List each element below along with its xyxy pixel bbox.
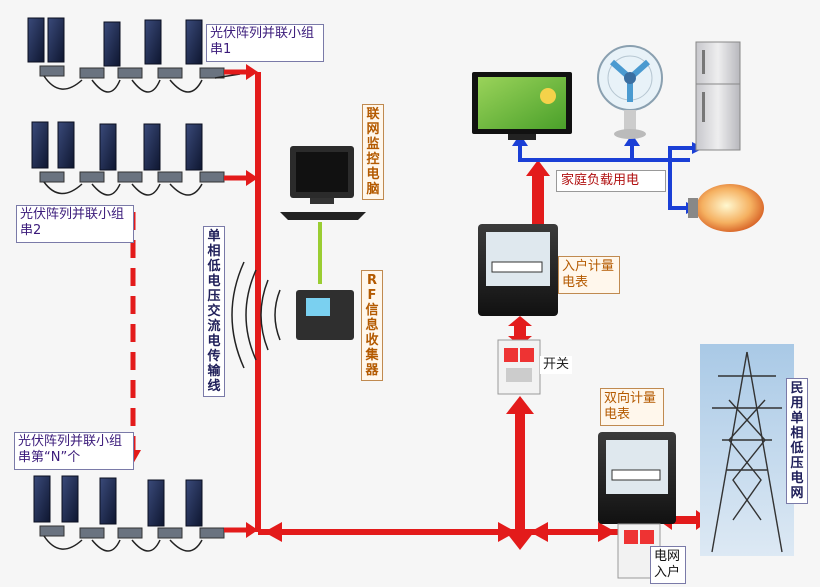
arrow-head (526, 160, 550, 176)
solar-panel-icon (33, 475, 203, 527)
rf-collector-icon (296, 290, 354, 340)
monitor-pc-label: 联网监控电脑 (362, 104, 384, 200)
electric-meter-icon (478, 224, 558, 316)
grid-entry-label: 电网入户 (650, 546, 686, 584)
stringN-label: 光伏阵列并联小组串第“N”个 (14, 432, 134, 470)
arrow-head (264, 522, 282, 542)
solar-string-n (33, 475, 225, 552)
link-meter-load (532, 170, 544, 228)
arrow-head (246, 522, 258, 538)
arrow-head (506, 396, 534, 414)
transmission-line-label: 单相低电压交流电传输线 (203, 226, 225, 397)
rf-collector-label: RF信息收集器 (361, 270, 383, 381)
electric-meter-icon (598, 432, 676, 524)
switch-label: 开关 (540, 356, 573, 374)
transmission-tower-icon (700, 344, 794, 556)
bidirectional-meter-label: 双向计量电表 (600, 388, 664, 426)
wireless-signal-icon (231, 261, 281, 369)
computer-icon (280, 146, 366, 220)
tv-icon (472, 72, 572, 140)
household-load-label: 家庭负载用电 (556, 170, 666, 192)
arrow-head (506, 532, 534, 550)
solar-panel-icon (31, 121, 203, 171)
link-switch-meter (514, 322, 526, 340)
arrow-head (598, 522, 616, 542)
string2-label: 光伏阵列并联小组串2 (16, 205, 134, 243)
solar-string-2 (31, 121, 225, 196)
string1-label: 光伏阵列并联小组串1 (206, 24, 324, 62)
micro-inverter-icon (39, 65, 225, 79)
solar-panel-icon (27, 17, 203, 67)
arrow-head (246, 64, 258, 80)
load-distribution-lines (518, 144, 696, 210)
micro-inverter-icon (39, 525, 225, 539)
fan-icon (597, 45, 663, 139)
solar-string-1 (27, 17, 241, 93)
grid-label: 民用单相低压电网 (786, 378, 808, 504)
arrow-head (508, 316, 532, 326)
refrigerator-icon (695, 41, 741, 151)
micro-inverter-icon (39, 171, 225, 183)
light-bulb-icon (688, 184, 764, 232)
arrow-head (530, 522, 548, 542)
circuit-breaker-icon (497, 339, 541, 395)
arrow-head (246, 170, 258, 186)
household-meter-label: 入户计量电表 (558, 256, 620, 294)
